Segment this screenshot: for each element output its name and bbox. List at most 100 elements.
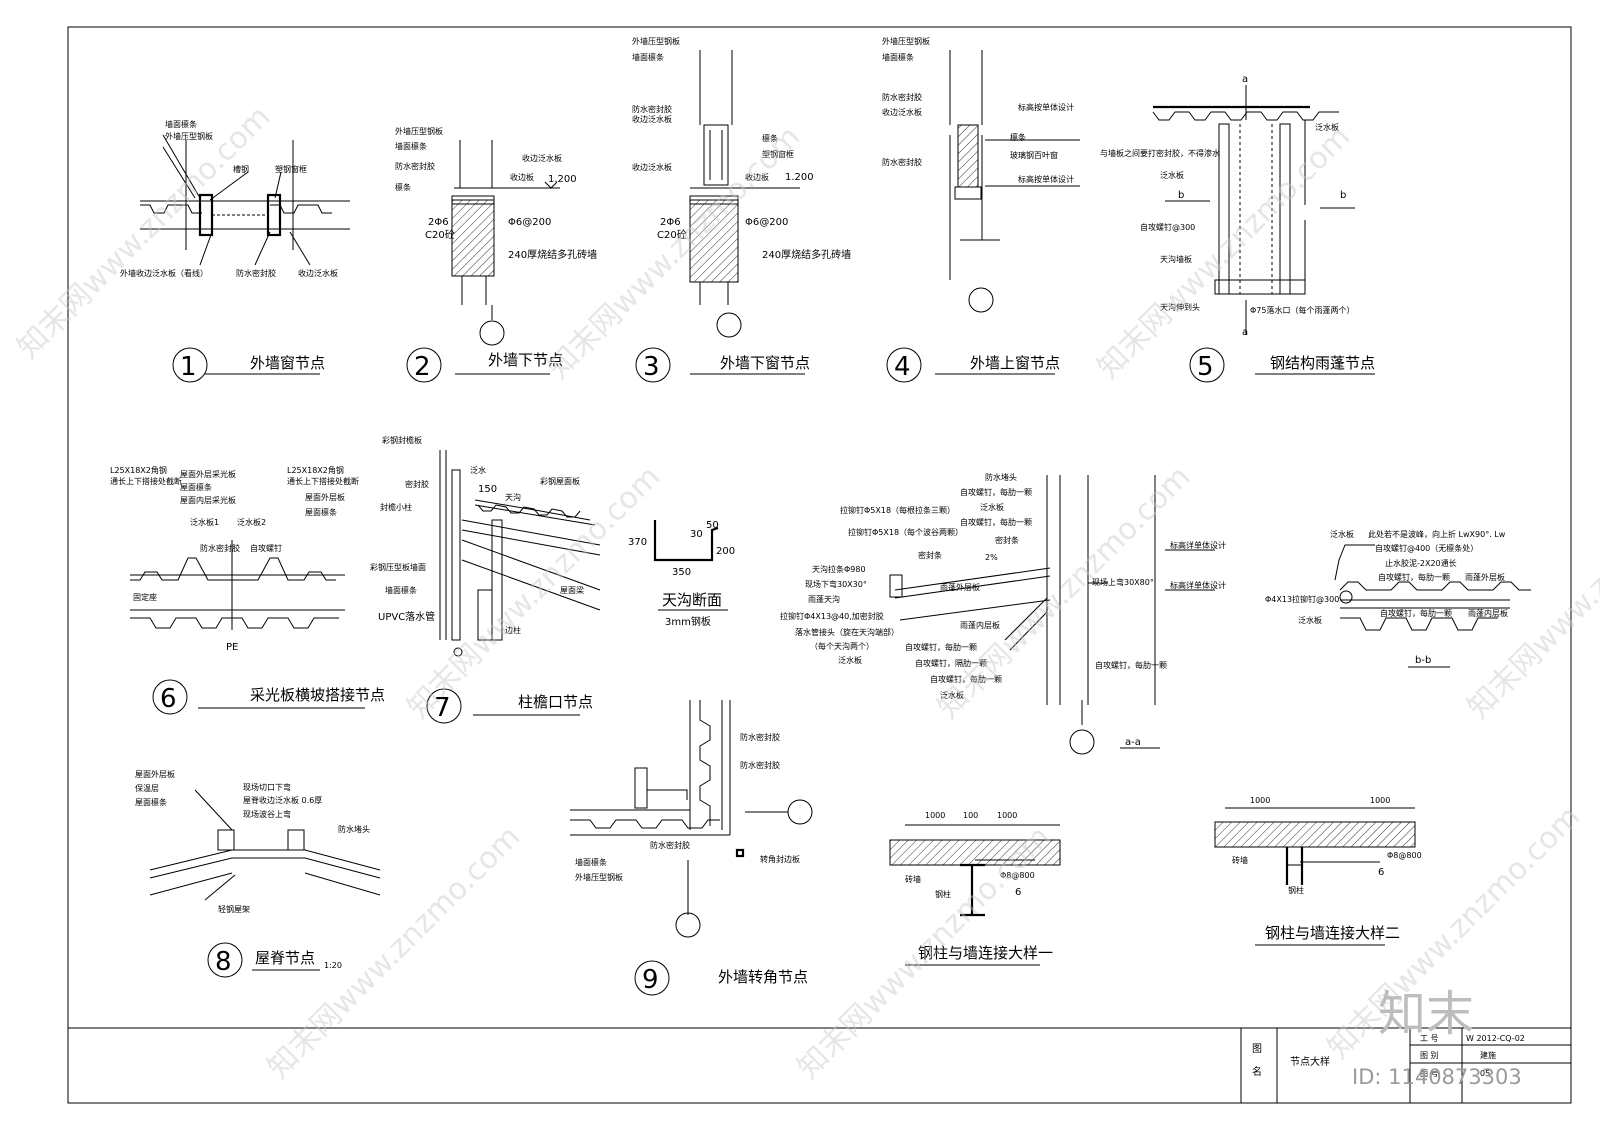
d6-title: 采光板横坡搭接节点 [250,686,385,704]
d3-label-11: Φ6@200 [745,217,788,228]
aa-label-23: 标高详单体设计 [1170,540,1226,550]
c2-dim-0: 1000 [1250,796,1270,805]
d7-label-9: UPVC落水管 [378,610,435,623]
connection-1-drawing: 1000 100 1000 砖墙 Φ8@800 钢柱 6 钢柱与墙连接大样一 [889,811,1061,966]
watermark-text-6: 知末网www.znzmo.com [1461,459,1600,725]
detail-6-drawing: L25X18X2角钢 通长上下搭接处截断 屋面外层采光板 屋面檩条 屋面内层采光… [110,465,385,715]
gutter-dim-3: 50 [706,520,719,531]
detail-1-drawing: 墙面檩条 外墙压型钢板 槽钢 塑钢窗框 外墙收边泛水板（看线） 防水密封胶 收边… [120,119,350,383]
d4-label-5: 檩条 [1010,132,1026,142]
aa-label-12: 自攻螺钉，每肋一颗 [960,517,1032,527]
d5-label-2: 与墙板之间要打密封胶，不得渗水 [1100,148,1220,158]
watermark-text-3: 知末网www.znzmo.com [1091,119,1357,385]
aa-label-14: 密封条 [918,550,942,560]
c2-label-3: 6 [1378,867,1384,878]
d5-label-10: a [1242,327,1248,338]
aa-label-5: 拉铆钉Φ4X13@40,加密封胶 [780,611,884,621]
watermark-text-4: 知末网www.znzmo.com [401,459,667,725]
d1-label-2: 槽钢 [233,164,249,174]
d2-label-3: 收边泛水板 [522,153,562,163]
d8-scale: 1:20 [324,961,342,970]
tb-label-tu: 图 [1252,1043,1262,1055]
d8-label-3: 现场切口下弯 [243,782,291,792]
d3-label-10: C20砼 [657,228,687,241]
d4-label-6: 玻璃钢百叶窗 [1010,150,1058,160]
c2-dim-1: 1000 [1370,796,1390,805]
aa-label-19: 自攻螺钉，隔肋一颗 [915,658,987,668]
c2-title: 钢柱与墙连接大样二 [1265,924,1400,942]
title-block: 图 名 节点大样 工 号 W 2012-CQ-02 图 别 建施 图 号 05 [68,1027,1571,1103]
section-bb-drawing: 泛水板 此处若不是波峰，向上折 LwX90°. Lw 自攻螺钉@400（无檩条处… [1265,529,1531,668]
d9-title: 外墙转角节点 [718,968,808,986]
bb-label-9: 泛水板 [1298,615,1322,625]
aa-label-15: 2% [985,553,998,562]
d7-label-1: 密封胶 [405,479,429,489]
tb-category: 建施 [1480,1050,1496,1060]
watermark-id: ID: 1140873303 [1352,1065,1522,1089]
d5-label-0: a [1242,74,1248,85]
d9-label-0: 防水密封胶 [740,732,780,742]
gutter-dim-2: 30 [690,529,703,540]
d8-label-5: 现场波谷上弯 [243,809,291,819]
gutter-section-drawing: 370 350 30 50 200 天沟断面 3mm钢板 [628,520,735,628]
watermark-brand: 知末 [1378,986,1474,1042]
d6-label-2: 屋面外层采光板 [180,469,236,479]
d1-label-6: 收边泛水板 [298,268,338,278]
bb-label-5: 雨蓬外层板 [1465,572,1505,582]
bb-label-8: 雨蓬内层板 [1468,608,1508,618]
aa-label-20: 自攻螺钉，每肋一颗 [930,674,1002,684]
d3-label-12: 240厚烧结多孔砖墙 [762,248,851,261]
d3-title: 外墙下窗节点 [720,354,810,372]
d7-label-7: 彩钢压型板墙面 [370,562,426,572]
d2-label-0: 外墙压型钢板 [395,126,443,136]
aa-label-13: 密封条 [995,535,1019,545]
d8-label-0: 屋面外层板 [135,769,175,779]
c1-label-1: Φ8@800 [1000,871,1035,880]
section-aa-drawing: 拉铆钉Φ5X18（每根拉条三颗） 拉铆钉Φ5X18（每个波谷两颗） 天沟拉条Φ9… [780,472,1226,755]
d6-number: 6 [160,684,177,714]
d1-label-5: 防水密封胶 [236,268,276,278]
d3-label-0: 外墙压型钢板 [632,36,680,46]
d1-label-4: 外墙收边泛水板（看线） [120,268,208,278]
connection-2-drawing: 1000 1000 砖墙 Φ8@800 钢柱 6 钢柱与墙连接大样二 [1214,796,1422,946]
d7-label-10: 屋面梁 [560,586,584,595]
gutter-dim-0: 370 [628,537,647,548]
tb-sheet-no-label: 图 号 [1420,1069,1439,1078]
d9-number: 9 [642,965,659,995]
d8-label-6: 防水堵头 [338,824,370,834]
d4-label-1: 墙面檩条 [882,52,914,62]
d7-label-6: 天沟 [505,492,521,502]
d2-label-8: C20砼 [425,228,455,241]
detail-2-drawing: 外墙压型钢板 墙面檩条 防水密封胶 收边泛水板 檩条 收边板 1.200 2Φ6… [395,126,597,383]
aa-label-3: 现场下弯30X30° [805,579,867,589]
detail-7-drawing: 彩钢封檐板 密封胶 封檐小柱 泛水 150 彩钢屋面板 天沟 彩钢压型板墙面 墙… [370,435,601,724]
detail-9-drawing: 防水密封胶 防水密封胶 墙面檩条 外墙压型钢板 防水密封胶 转角封边板 9 外墙… [570,700,813,996]
aa-label-16: 雨蓬外层板 [940,582,980,592]
d9-label-5: 转角封边板 [760,854,800,864]
d3-label-8: 1.200 [785,172,814,183]
d4-label-0: 外墙压型钢板 [882,36,930,46]
tb-sheet-no: 05 [1480,1069,1490,1078]
tb-label-ming: 名 [1252,1065,1262,1078]
d8-number: 8 [215,947,232,977]
c1-title: 钢柱与墙连接大样一 [918,944,1053,962]
tb-project-no-label: 工 号 [1420,1034,1439,1043]
bb-label-6: Φ4X13拉铆钉@300 [1265,594,1339,604]
d4-label-3: 收边泛水板 [882,107,922,117]
d5-label-6: 自攻螺钉@300 [1140,222,1195,232]
aa-label-17: 雨蓬内层板 [960,620,1000,630]
d3-label-6: 收边泛水板 [632,162,672,172]
bb-title: b-b [1415,655,1431,666]
aa-label-1: 拉铆钉Φ5X18（每个波谷两颗） [848,527,963,537]
d3-label-2: 防水密封胶 [632,104,672,114]
detail-5-drawing: a 泛水板 与墙板之间要打密封胶，不得渗水 泛水板 b b 自攻螺钉@300 天… [1100,74,1375,383]
aa-title: a-a [1125,737,1141,748]
d2-label-1: 墙面檩条 [395,141,427,151]
c1-dim-1: 100 [963,811,978,820]
aa-label-8: 泛水板 [838,655,862,665]
d2-label-7: 2Φ6 [428,217,449,228]
d6-label-5: L25X18X2角钢 [287,465,344,475]
c1-dim-0: 1000 [925,811,945,820]
d2-number: 2 [414,352,431,382]
d9-label-3: 外墙压型钢板 [575,872,623,882]
